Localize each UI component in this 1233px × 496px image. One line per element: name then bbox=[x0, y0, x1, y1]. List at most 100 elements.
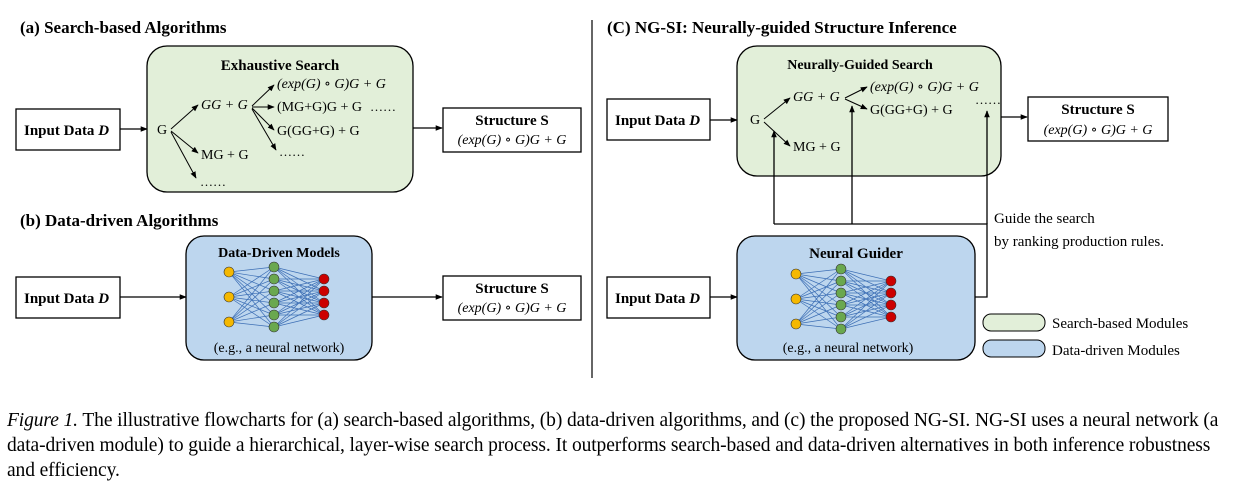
panel-c-structure-expr: (exp(G) ∘ G)G + G bbox=[1044, 123, 1153, 138]
net-b-neuron-layer-2 bbox=[268, 261, 280, 273]
caption-label: Figure 1. bbox=[7, 410, 78, 431]
panel-c-input-var-top: D bbox=[688, 113, 700, 129]
net-c-edge bbox=[840, 280, 892, 294]
net-c-neuron-layer-2 bbox=[835, 275, 847, 287]
tree-a-root: G bbox=[157, 123, 167, 138]
net-b-neuron-layer-1 bbox=[223, 291, 235, 303]
net-c-neuron-layer-2 bbox=[835, 287, 847, 299]
legend-label-search: Search-based Modules bbox=[1052, 316, 1188, 332]
net-b-edge bbox=[273, 278, 325, 304]
panel-b-structure-title: Structure S bbox=[475, 281, 548, 297]
tree-c-l1b: MG + G bbox=[793, 140, 841, 155]
net-c-edge bbox=[795, 280, 842, 325]
net-c-edge bbox=[840, 280, 892, 330]
net-b-neuron-layer-2 bbox=[268, 297, 280, 309]
net-c-edge bbox=[795, 323, 842, 330]
caption-text: The illustrative flowcharts for (a) sear… bbox=[7, 410, 1219, 481]
net-b-edge bbox=[228, 266, 275, 298]
panel-b-input-var: D bbox=[97, 291, 109, 307]
net-c-neuron-layer-2 bbox=[835, 311, 847, 323]
neurally-guided-search-title: Neurally-Guided Search bbox=[787, 58, 933, 73]
data-driven-models-note: (e.g., a neural network) bbox=[214, 341, 345, 356]
net-b-edge bbox=[228, 278, 275, 323]
net-b-edge bbox=[228, 271, 275, 304]
panel-a-structure-title: Structure S bbox=[475, 113, 548, 129]
panel-b-structure-box bbox=[442, 275, 582, 321]
net-b-edge bbox=[228, 290, 275, 323]
tree-c-edges bbox=[763, 86, 868, 147]
net-b-edge bbox=[228, 278, 275, 298]
panel-a-title: (a) Search-based Algorithms bbox=[20, 18, 227, 37]
net-b-edge bbox=[228, 296, 275, 328]
legend-swatch-search bbox=[982, 313, 1046, 332]
net-c-edge bbox=[840, 280, 892, 318]
net-c-neuron-layer-3 bbox=[885, 287, 897, 299]
panel-c-input-var-bottom: D bbox=[688, 291, 700, 307]
panel-c-structure-box bbox=[1027, 96, 1169, 142]
net-b-edge bbox=[228, 271, 275, 328]
net-c-edge bbox=[795, 298, 842, 306]
panel-b-input-box bbox=[15, 276, 121, 319]
panel-b-title: (b) Data-driven Algorithms bbox=[20, 211, 219, 230]
tree-a-edges bbox=[170, 84, 277, 179]
net-c-edge bbox=[795, 268, 842, 325]
exhaustive-search-title: Exhaustive Search bbox=[221, 58, 340, 74]
guidance-lines bbox=[771, 105, 990, 298]
tree-c-l2c: …… bbox=[975, 92, 1001, 107]
net-b-neuron-layer-2 bbox=[268, 273, 280, 285]
net-c-edge bbox=[840, 268, 892, 282]
net-b-neuron-layer-3 bbox=[318, 297, 330, 309]
net-b-edge bbox=[228, 296, 275, 304]
figure-caption: Figure 1. The illustrative flowcharts fo… bbox=[7, 408, 1227, 483]
net-b-edge bbox=[228, 266, 275, 273]
net-b-neuron-layer-3 bbox=[318, 273, 330, 285]
panel-c-input-label-top: Input Data D bbox=[615, 113, 700, 129]
panel-b-input-label: Input Data D bbox=[24, 291, 109, 307]
tree-a-l1a: GG + G bbox=[201, 98, 248, 113]
net-b-neuron-layer-2 bbox=[268, 321, 280, 333]
neural-network-graphic-c bbox=[790, 263, 897, 335]
tree-c-l1a: GG + G bbox=[793, 90, 840, 105]
tree-a-l2b: (MG+G)G + G bbox=[277, 100, 362, 115]
net-c-edge bbox=[840, 304, 892, 330]
net-b-edge bbox=[228, 271, 275, 316]
net-b-edge bbox=[273, 278, 325, 328]
net-c-neuron-layer-3 bbox=[885, 299, 897, 311]
net-b-edge bbox=[273, 302, 325, 328]
panel-c-input-box-bottom bbox=[606, 276, 711, 319]
net-c-edge bbox=[795, 268, 842, 275]
tree-a-l1c: …… bbox=[200, 174, 226, 189]
net-b-edge bbox=[228, 302, 275, 323]
tree-a-l2b-dots: …… bbox=[370, 99, 396, 114]
neural-guider-title: Neural Guider bbox=[809, 246, 903, 262]
panel-a-structure-box bbox=[442, 107, 582, 153]
net-b-edge bbox=[228, 271, 275, 280]
panel-c-input-box-top bbox=[606, 98, 711, 141]
net-c-edge bbox=[795, 273, 842, 318]
net-c-edge bbox=[795, 298, 842, 318]
net-c-edge bbox=[795, 268, 842, 300]
net-b-edge bbox=[228, 314, 275, 323]
net-b-edge bbox=[273, 290, 325, 328]
net-c-neuron-layer-1 bbox=[790, 318, 802, 330]
net-c-neuron-layer-3 bbox=[885, 311, 897, 323]
flowchart-figure: (a) Search-based Algorithms Input Data D… bbox=[15, 18, 1188, 378]
net-c-neuron-layer-1 bbox=[790, 268, 802, 280]
net-c-neuron-layer-2 bbox=[835, 299, 847, 311]
neural-guider-note: (e.g., a neural network) bbox=[783, 341, 914, 356]
net-b-edge bbox=[228, 321, 275, 328]
neural-network-graphic-b bbox=[223, 261, 330, 333]
net-b-edge bbox=[273, 314, 325, 328]
net-b-edge bbox=[228, 266, 275, 323]
net-c-edge bbox=[840, 292, 892, 330]
exhaustive-search-box bbox=[146, 45, 414, 193]
net-c-neuron-layer-2 bbox=[835, 323, 847, 335]
panel-a-input-var: D bbox=[97, 123, 109, 139]
guide-text-line1: Guide the search bbox=[994, 211, 1095, 227]
net-b-neuron-layer-2 bbox=[268, 309, 280, 321]
tree-c-root: G bbox=[750, 113, 760, 128]
tree-a-l2d: …… bbox=[279, 144, 305, 159]
tree-c-l2a: (exp(G) ∘ G)G + G bbox=[870, 80, 979, 95]
net-c-edge bbox=[795, 298, 842, 330]
legend-swatch-data bbox=[982, 339, 1046, 358]
